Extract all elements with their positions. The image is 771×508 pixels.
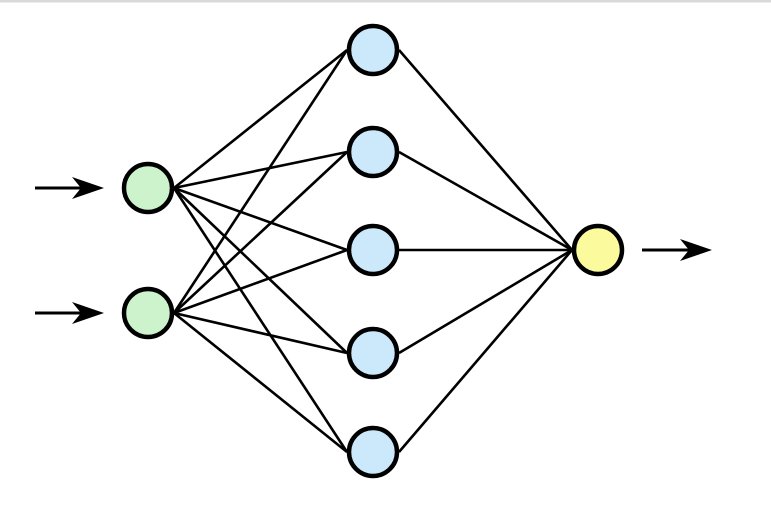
edge-hidden1-output1 (398, 49, 573, 251)
input-arrow-1 (35, 177, 104, 199)
input-node-1 (121, 161, 175, 215)
edge-input1-hidden1 (173, 48, 348, 190)
edge-input2-hidden1 (172, 49, 349, 314)
edge-input2-hidden4 (173, 311, 348, 355)
edge-input2-hidden5 (173, 311, 348, 454)
input-node-2 (121, 286, 175, 340)
edge-input1-hidden4 (173, 187, 348, 354)
arrowhead-icon (72, 177, 104, 199)
edge-hidden2-output1 (398, 150, 573, 252)
input-arrow-2 (35, 302, 104, 324)
arrowhead-icon (680, 239, 712, 261)
hidden-node-3 (346, 223, 400, 277)
hidden-node-2 (346, 125, 400, 179)
arrowhead-icon (72, 302, 104, 324)
hidden-node-5 (346, 425, 400, 479)
hidden-node-1 (346, 23, 400, 77)
edge-input2-hidden2 (173, 151, 348, 314)
output-arrow (642, 239, 712, 261)
hidden-node-4 (346, 326, 400, 380)
output-node-1 (571, 223, 625, 277)
edge-input1-hidden3 (173, 186, 348, 252)
edge-hidden5-output1 (398, 249, 573, 453)
top-border-strip (0, 0, 771, 3)
edge-input1-hidden5 (172, 187, 349, 453)
edge-input1-hidden2 (173, 150, 348, 190)
edge-hidden4-output1 (398, 248, 573, 355)
edge-input2-hidden3 (173, 248, 348, 315)
